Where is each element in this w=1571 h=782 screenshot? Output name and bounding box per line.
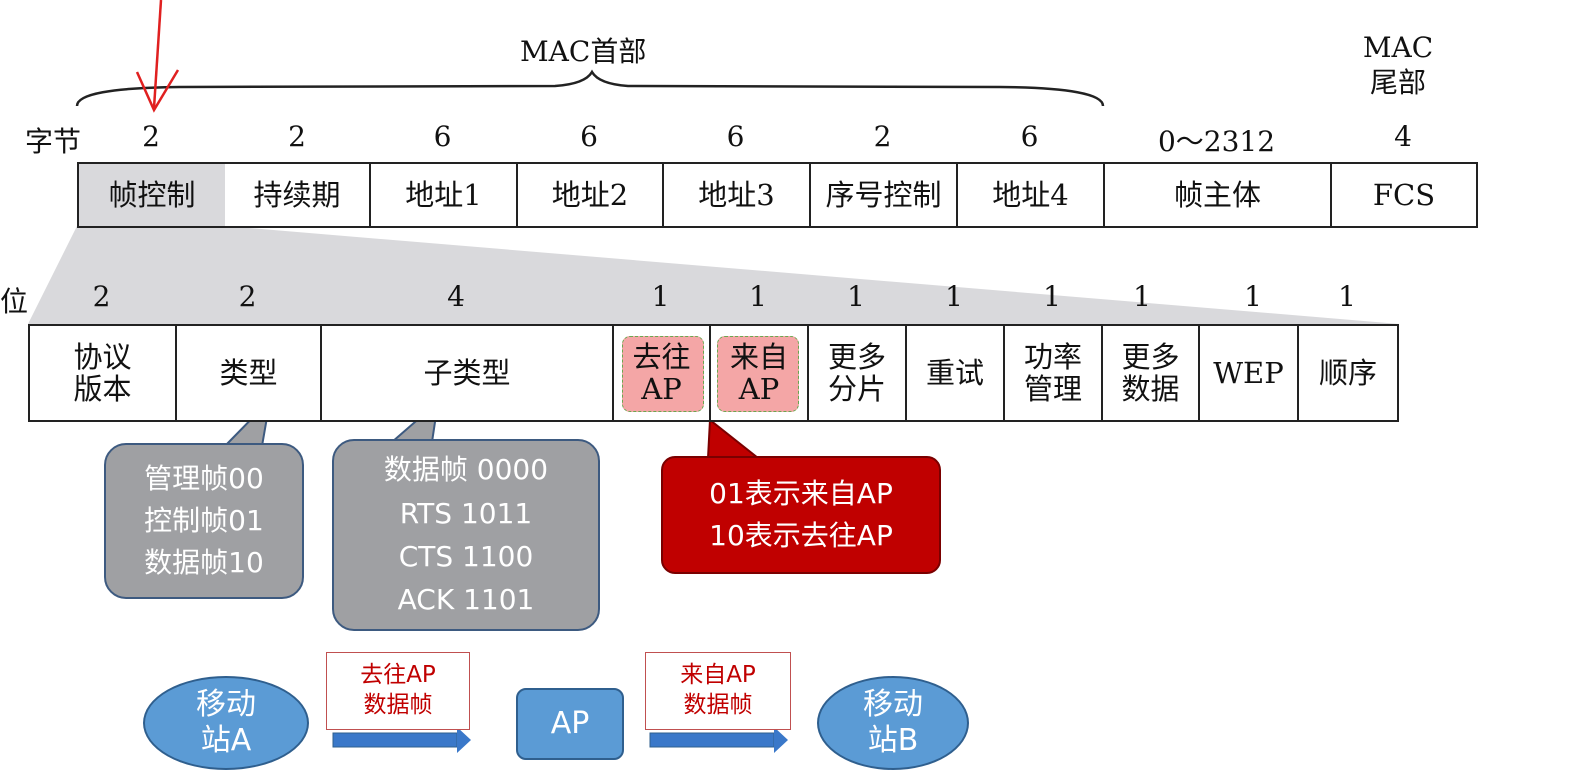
byte-size: 6 (580, 120, 598, 153)
station-a-node: 移动 站A (143, 676, 309, 770)
byte-size: 2 (142, 120, 160, 153)
to-ap-scroll: 去往AP 数据帧 (326, 652, 470, 730)
ds-pointer (706, 418, 761, 459)
bit-size: 1 (945, 280, 963, 313)
mac-header-label: MAC首部 (520, 35, 647, 68)
byte-label: 字节 (25, 125, 82, 158)
ctrl-protocol-version: 协议版本 (28, 324, 177, 422)
field-frame-control: 帧控制 (77, 162, 227, 228)
bit-size: 4 (447, 280, 465, 313)
bit-size: 1 (1133, 280, 1151, 313)
byte-size: 6 (433, 120, 452, 153)
arrow-right-icon-2 (649, 727, 788, 753)
from-ap-scroll: 来自AP 数据帧 (645, 652, 791, 730)
mac-trailer-label: MAC 尾部 (1362, 31, 1434, 99)
bit-size: 1 (847, 280, 865, 313)
station-b-node: 移动 站B (817, 676, 969, 770)
ds-callout: 01表示来自AP 10表示去往AP (661, 456, 941, 574)
highlight-box (717, 336, 799, 412)
subtype-callout: 数据帧 0000 RTS 1011 CTS 1100 ACK 1101 (332, 439, 600, 631)
byte-size: 6 (726, 120, 745, 153)
byte-size: 6 (1020, 120, 1039, 153)
highlight-box (622, 336, 704, 412)
bit-label: 位 (0, 285, 29, 318)
bit-size: 1 (651, 280, 670, 313)
bit-size: 2 (92, 280, 111, 313)
ctrl-retry: 重试 (905, 324, 1005, 422)
bit-size: 1 (1338, 280, 1356, 313)
ctrl-order: 顺序 (1297, 324, 1399, 422)
byte-size: 2 (873, 120, 892, 153)
field-duration: 持续期 (225, 162, 371, 228)
field-fcs: FCS (1330, 162, 1478, 228)
bit-size: 2 (238, 280, 257, 313)
arrow-right-icon-1 (332, 727, 471, 753)
field-address-3: 地址3 (662, 162, 811, 228)
ctrl-more-fragments: 更多分片 (807, 324, 907, 422)
ctrl-power-management: 功率管理 (1003, 324, 1103, 422)
byte-size: 4 (1394, 120, 1412, 153)
mac-header-brace (75, 69, 1105, 107)
byte-size: 2 (288, 120, 306, 153)
field-address-4: 地址4 (956, 162, 1105, 228)
ctrl-type: 类型 (175, 324, 322, 422)
ctrl-wep: WEP (1198, 324, 1299, 422)
bit-size: 1 (749, 280, 767, 313)
zoom-trapezoid (28, 226, 1400, 324)
field-frame-body: 帧主体 (1103, 162, 1332, 228)
ctrl-more-data: 更多数据 (1101, 324, 1200, 422)
field-address-2: 地址2 (516, 162, 664, 228)
byte-size: 0～2312 (1157, 125, 1276, 158)
type-callout: 管理帧00 控制帧01 数据帧10 (104, 443, 304, 599)
bit-size: 1 (1043, 280, 1061, 313)
ctrl-subtype: 子类型 (320, 324, 614, 422)
bit-size: 1 (1244, 280, 1262, 313)
red-arrow-icon (135, 0, 180, 113)
ap-node: AP (516, 688, 624, 760)
field-sequence-control: 序号控制 (809, 162, 958, 228)
field-address-1: 地址1 (369, 162, 518, 228)
